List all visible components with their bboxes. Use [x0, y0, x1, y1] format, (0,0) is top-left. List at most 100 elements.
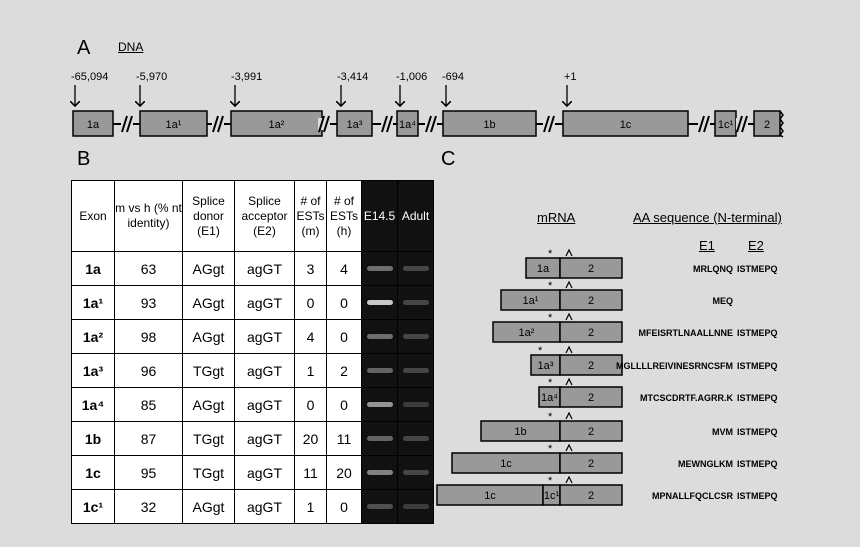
gel-lane-adult [397, 455, 434, 490]
transcript-exon-label: 1b [514, 426, 526, 438]
intron-break-mark [425, 115, 437, 133]
gel-lane-e145 [361, 251, 398, 286]
transcript-exon-label: 2 [588, 392, 594, 404]
aa-sequence-heading: AA sequence (N-terminal) [633, 210, 782, 225]
cell-exon: 1a⁴ [71, 387, 115, 422]
start-codon-star: * [548, 312, 553, 324]
gel-band [402, 402, 429, 407]
intron-break-mark [381, 115, 393, 133]
e2-sequence: ISTMEPQ [737, 361, 778, 371]
header-splice-acceptor: Splice acceptor (E2) [234, 180, 295, 252]
transcript-exon-label: 1a⁴ [541, 392, 558, 404]
gel-band [402, 504, 429, 509]
cell-donor: AGgt [182, 489, 235, 524]
start-codon-star: * [548, 248, 553, 260]
cell-ests-m: 3 [294, 251, 327, 286]
cell-ests-m: 1 [294, 353, 327, 388]
dna-exon-label: 1a [87, 119, 100, 131]
transcript-exon-label: 1a¹ [523, 295, 539, 307]
gel-band [366, 334, 393, 339]
cell-donor: AGgt [182, 319, 235, 354]
cell-donor: AGgt [182, 251, 235, 286]
position-marker: -694 [442, 71, 464, 106]
e2-sequence: ISTMEPQ [737, 491, 778, 501]
gel-lane-e145 [361, 285, 398, 320]
e1-sequence: MFEISRTLNAALLNNE [639, 328, 734, 338]
e2-sequence: ISTMEPQ [737, 427, 778, 437]
cell-ests-h: 0 [326, 319, 362, 354]
position-marker-label: -1,006 [396, 71, 427, 83]
transcript-exon-label: 1c [500, 458, 512, 470]
cell-donor: AGgt [182, 285, 235, 320]
panel-c-letter: C [441, 148, 456, 170]
dna-exon-label: 1a⁴ [399, 119, 416, 131]
cell-identity: 87 [114, 421, 183, 456]
gel-band [366, 368, 393, 373]
transcript-exon-label: 1a³ [538, 360, 554, 372]
cell-ests-m: 0 [294, 387, 327, 422]
cell-donor: AGgt [182, 387, 235, 422]
gel-band [402, 266, 429, 271]
cell-ests-m: 4 [294, 319, 327, 354]
transcript-exon-label: 1a [537, 263, 550, 275]
dna-exon-5: 1b [442, 110, 537, 137]
gel-band [402, 368, 429, 373]
transcript-exon-label: 2 [588, 295, 594, 307]
start-codon-star: * [548, 475, 553, 487]
transcript-exon-label: 2 [588, 327, 594, 339]
cell-donor: TGgt [182, 421, 235, 456]
transcript-exon-label: 2 [588, 490, 594, 502]
header-exon: Exon [71, 180, 115, 252]
cell-identity: 85 [114, 387, 183, 422]
cell-acceptor: agGT [234, 285, 295, 320]
gel-band [402, 300, 429, 305]
gel-lane-adult [397, 353, 434, 388]
cell-identity: 98 [114, 319, 183, 354]
cell-ests-h: 4 [326, 251, 362, 286]
gel-band [366, 504, 393, 509]
dna-exon-label: 1b [483, 119, 495, 131]
gel-lane-adult [397, 319, 434, 354]
start-codon-star: * [538, 345, 543, 357]
intron-break-mark [698, 115, 710, 133]
position-marker-label: +1 [564, 71, 577, 83]
gel-band [366, 470, 393, 475]
cell-donor: TGgt [182, 455, 235, 490]
transcript-exon-label: 2 [588, 360, 594, 372]
cell-exon: 1c [71, 455, 115, 490]
gel-lane-e145 [361, 489, 398, 524]
cell-acceptor: agGT [234, 353, 295, 388]
transcript-exon-label: 1a² [519, 327, 535, 339]
cell-acceptor: agGT [234, 421, 295, 456]
header-e145: E14.5 [361, 180, 398, 252]
cell-ests-h: 0 [326, 489, 362, 524]
intron-break-mark [318, 115, 330, 133]
position-marker: -3,414 [337, 71, 368, 106]
exon-table: Exon m vs h (% nt identity) Splice donor… [71, 180, 434, 524]
dna-exon-6: 1c [562, 110, 689, 137]
position-marker-label: -65,094 [71, 71, 108, 83]
cell-ests-m: 1 [294, 489, 327, 524]
position-marker-label: -694 [442, 71, 464, 83]
e1-sequence: MRLQNQ [693, 264, 733, 274]
position-marker: -65,094 [71, 71, 108, 106]
transcript-exon-label: 2 [588, 458, 594, 470]
gel-band [366, 266, 393, 271]
position-marker-label: -3,414 [337, 71, 368, 83]
e1-sequence: MVM [712, 427, 733, 437]
cell-ests-h: 2 [326, 353, 362, 388]
cell-exon: 1a³ [71, 353, 115, 388]
dna-exon-label: 2 [764, 119, 770, 131]
dna-exon-0: 1a [72, 110, 114, 137]
cell-identity: 96 [114, 353, 183, 388]
dna-exon-label: 1a³ [347, 119, 363, 131]
